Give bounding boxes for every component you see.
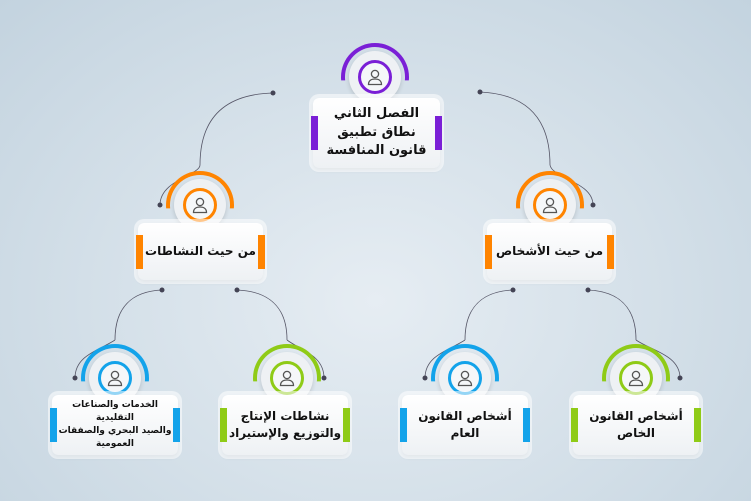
accent-bar xyxy=(220,408,227,442)
user-icon xyxy=(367,69,383,86)
user-icon xyxy=(457,370,473,387)
accent-bar xyxy=(136,234,143,269)
node-card: الفصل الثاني نطاق تطبيق قانون المنافسة xyxy=(311,98,442,168)
node-card: أشخاص القانون العام xyxy=(400,395,530,455)
user-icon xyxy=(279,370,295,387)
node-card: الخدمات والصناعات التقليدية والصيد البحري… xyxy=(50,395,180,455)
node-text-line: نشاطات الإنتاج xyxy=(240,408,330,423)
user-icon xyxy=(192,197,208,214)
user-icon xyxy=(542,197,558,214)
accent-bar xyxy=(571,408,578,442)
accent-bar xyxy=(435,116,442,150)
node-text: من حيث النشاطات xyxy=(145,243,256,258)
accent-bar xyxy=(258,234,265,269)
node-text: من حيث الأشخاص xyxy=(496,243,603,258)
accent-bar xyxy=(694,408,701,442)
user-icon xyxy=(107,370,123,387)
accent-bar xyxy=(173,408,180,442)
node-text-line: نطاق تطبيق xyxy=(337,124,416,140)
node-card: نشاطات الإنتاج والتوزيع والإستيراد xyxy=(220,395,350,455)
node-card: من حيث النشاطات xyxy=(136,223,265,280)
node-text-line: والصيد البحري والصفقات العمومية xyxy=(58,426,172,450)
node-card: أشخاص القانون الخاص xyxy=(571,395,701,455)
node-text: أشخاص القانون العام xyxy=(418,408,512,440)
accent-bar xyxy=(311,116,318,150)
accent-bar xyxy=(50,408,57,442)
avatar xyxy=(166,171,234,231)
connector xyxy=(587,289,681,379)
node-text-line: قانون المنافسة xyxy=(326,143,427,159)
accent-bar xyxy=(523,408,530,442)
node-text: أشخاص القانون الخاص xyxy=(589,408,683,440)
accent-bar xyxy=(343,408,350,442)
user-icon xyxy=(628,370,644,387)
node-text-line: الخدمات والصناعات التقليدية xyxy=(72,399,158,423)
accent-bar xyxy=(485,234,492,269)
node-text-line: والتوزيع والإستيراد xyxy=(228,426,342,440)
avatar xyxy=(341,43,409,103)
accent-bar xyxy=(607,234,614,269)
node-text-line: الفصل الثاني xyxy=(333,105,420,121)
node-card: من حيث الأشخاص xyxy=(485,223,614,280)
accent-bar xyxy=(400,408,407,442)
